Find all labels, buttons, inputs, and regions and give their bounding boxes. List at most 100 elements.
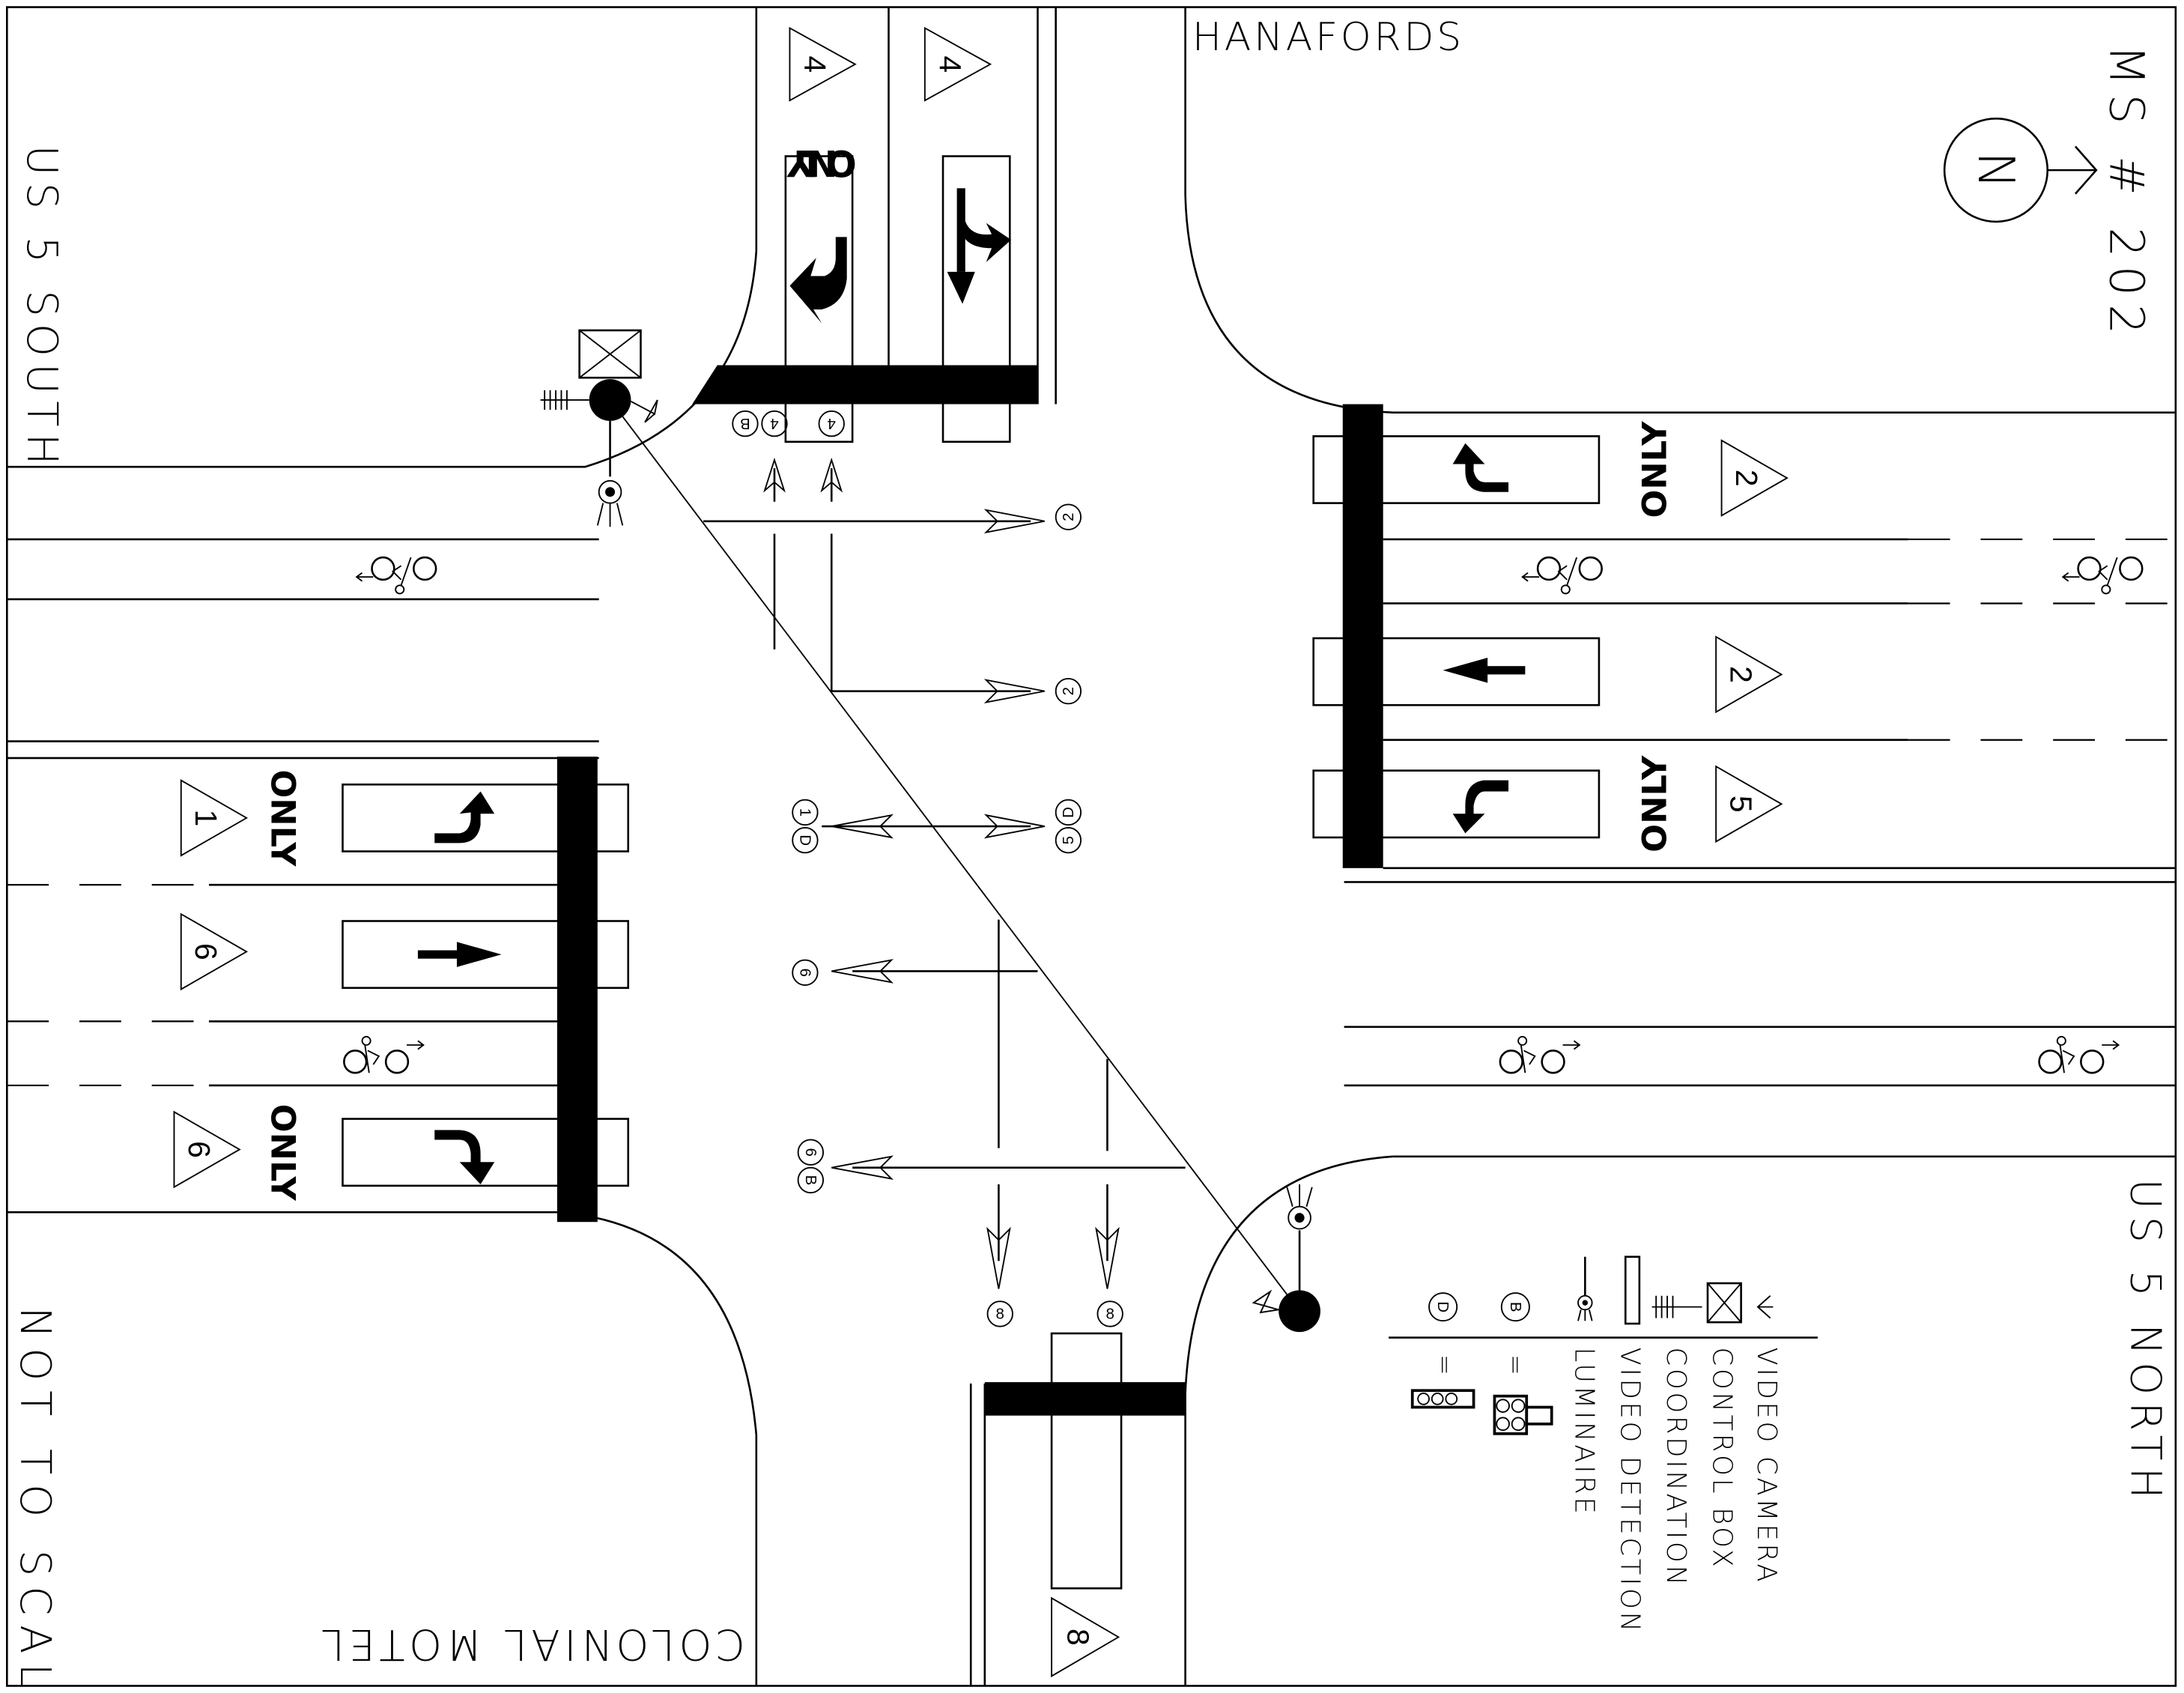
bike-lane-symbol-icon <box>1499 1035 1581 1074</box>
legend-label-video-camera: VIDEO CAMERA <box>1751 1348 1782 1585</box>
only-marking: ONLY <box>786 142 857 184</box>
lane-marking-box <box>342 783 630 852</box>
svg-text:B: B <box>802 1175 819 1186</box>
approach-sign-2: 2 <box>1715 635 1783 714</box>
through-right-arrow-icon <box>947 188 1012 304</box>
svg-text:D: D <box>1434 1301 1452 1312</box>
signal-head-8: 8 <box>986 1300 1013 1327</box>
signal-arrow-icon <box>831 1155 894 1180</box>
svg-text:4: 4 <box>828 415 836 432</box>
signal-pole-nw <box>540 329 658 527</box>
svg-text:8: 8 <box>1061 1629 1095 1646</box>
right-turn-arrow-icon <box>1452 443 1509 492</box>
svg-text:B: B <box>1507 1302 1524 1312</box>
south-leg: 8 <box>969 1332 1186 1686</box>
control-box-icon <box>578 329 642 379</box>
svg-text:1: 1 <box>796 808 813 817</box>
svg-text:5: 5 <box>1724 796 1759 813</box>
legend-label-control-box: CONTROL BOX <box>1706 1348 1737 1570</box>
legend-label-coordination: COORDINATION <box>1660 1348 1691 1588</box>
signal-head-schematic: B 4 4 2 2 1 D D 5 6 6 B 8 8 <box>703 410 1186 1327</box>
svg-text:4: 4 <box>798 55 832 73</box>
through-arrow-icon <box>1443 658 1526 683</box>
left-turn-arrow-icon <box>789 237 847 324</box>
signal-arrow-icon <box>831 959 894 984</box>
signal-arrow-icon <box>820 457 843 493</box>
left-turn-arrow-icon <box>434 791 495 844</box>
right-turn-arrow-icon <box>434 1130 495 1184</box>
signal-arrow-icon <box>1095 1226 1120 1289</box>
legend-video-detection-icon <box>1624 1256 1641 1325</box>
through-arrow-icon <box>417 942 502 967</box>
signal-head-4: 4 <box>818 410 845 437</box>
signal-head-5d: D 5 <box>1055 799 1082 854</box>
bike-lane-symbol-icon <box>2061 556 2144 595</box>
lane-marking-box <box>342 920 630 990</box>
svg-text:8: 8 <box>1105 1305 1114 1322</box>
signal-arrow-icon <box>986 1226 1011 1289</box>
left-turn-arrow-icon <box>1452 780 1509 834</box>
legend-label-video-detection: VIDEO DETECTION <box>1615 1348 1645 1635</box>
legend-equals-d: = <box>1430 1354 1459 1375</box>
lane-marking-box <box>1312 637 1601 706</box>
signal-head-8: 8 <box>1096 1300 1123 1327</box>
legend-equals-b: = <box>1501 1354 1530 1375</box>
signal-head-6b: 6 B <box>797 1139 825 1194</box>
bike-lane-symbol-icon <box>343 1035 425 1074</box>
legend-five-section-head-icon <box>1493 1394 1553 1435</box>
svg-text:B: B <box>740 415 750 432</box>
signal-head-1d: 1 D <box>792 799 819 854</box>
signal-arrow-icon <box>763 457 786 493</box>
lane-marking-box <box>1312 435 1601 504</box>
only-marking: ONLY <box>1635 421 1674 518</box>
only-marking: ONLY <box>264 1104 303 1202</box>
only-marking: ONLY <box>1635 755 1674 852</box>
svg-text:1: 1 <box>189 809 223 826</box>
approach-sign-4: 4 <box>789 26 857 102</box>
north-arrow-icon: N <box>1943 118 2098 223</box>
svg-text:2: 2 <box>1729 470 1764 487</box>
lane-marking-box <box>784 155 854 443</box>
lane-marking-box <box>342 1118 630 1187</box>
svg-text:2: 2 <box>1060 687 1077 695</box>
signal-arrow-icon <box>983 814 1045 839</box>
video-camera-icon <box>631 399 658 423</box>
approach-sign-8: 8 <box>1051 1596 1120 1678</box>
coordination-icon <box>540 390 589 410</box>
svg-text:6: 6 <box>796 969 813 977</box>
legend: B D VIDEO CAMERA CONTROL BOX COORDINATIO… <box>1389 1256 1818 1635</box>
stop-bar-north <box>692 365 1038 405</box>
svg-text:D: D <box>796 835 813 846</box>
road-label-us5-north: US 5 NORTH <box>2120 1179 2169 1506</box>
lane-marking-box <box>1050 1332 1123 1590</box>
legend-label-luminaire: LUMINAIRE <box>1568 1348 1599 1517</box>
legend-control-box-icon <box>1706 1282 1742 1324</box>
approach-sign-1: 1 <box>180 779 249 857</box>
legend-video-camera-icon <box>1756 1295 1774 1319</box>
north-leg: ONLY 4 4 <box>7 7 2176 468</box>
svg-text:2: 2 <box>1060 512 1077 521</box>
not-to-scale-note: NOT TO SCALE <box>10 1307 59 1693</box>
svg-text:6: 6 <box>189 943 223 960</box>
approach-sign-5: 5 <box>1715 765 1783 844</box>
svg-text:4: 4 <box>770 415 778 432</box>
approach-sign-2: 2 <box>1720 439 1789 517</box>
svg-text:D: D <box>1060 807 1077 818</box>
west-leg: ONLY ONLY 1 6 6 <box>7 538 758 1686</box>
signal-arrow-icon <box>983 679 1045 704</box>
luminaire-icon <box>596 479 624 527</box>
legend-d-symbol-icon: D <box>1428 1292 1458 1322</box>
svg-text:5: 5 <box>1060 836 1077 844</box>
lane-marking-box <box>1312 769 1601 839</box>
signal-pole-se <box>1252 1184 1320 1333</box>
only-marking: ONLY <box>264 769 303 867</box>
bike-lane-symbol-icon <box>355 556 437 595</box>
drawing-border <box>5 6 2177 1687</box>
span-wire <box>609 399 1300 1312</box>
legend-luminaire-icon <box>1577 1256 1593 1321</box>
legend-b-symbol-icon: B <box>1500 1292 1530 1322</box>
bike-lane-symbol-icon <box>2038 1035 2120 1074</box>
business-label-colonial-motel: COLONIAL MOTEL <box>317 1620 745 1668</box>
signal-arrow-icon <box>831 814 894 839</box>
